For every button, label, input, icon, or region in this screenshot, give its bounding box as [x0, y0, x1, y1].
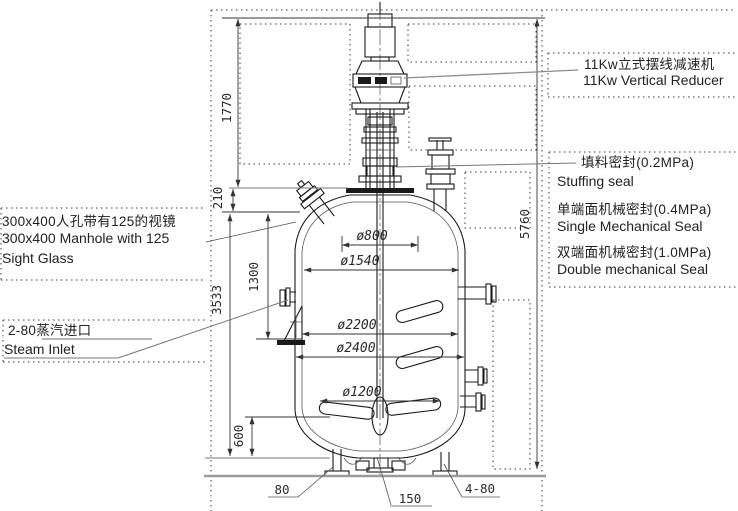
dotted-frames: [0, 9, 737, 511]
dim-dia-800: ø800: [356, 229, 387, 244]
leader-manhole: [205, 221, 297, 243]
dim-1770: 1770: [219, 93, 234, 123]
motor-reducer: [351, 2, 409, 110]
dim-dia-1200: ø1200: [342, 385, 381, 400]
label-steam-inlet-en: Steam Inlet: [4, 341, 75, 357]
dim-dia-2200: ø2200: [337, 318, 376, 333]
dim-dia-2400: ø2400: [336, 341, 375, 356]
support-bracket: [277, 305, 305, 345]
leader-steam-inlet: [4, 299, 289, 359]
vessel-body: [294, 188, 466, 459]
label-single-seal-cn: 单端面机械密封(0.4MPa): [557, 202, 712, 217]
head-valve: [425, 137, 456, 211]
dim-base-150: 150: [399, 491, 422, 506]
label-double-seal-cn: 双端面机械密封(1.0MPa): [557, 245, 712, 260]
label-single-seal-en: Single Mechanical Seal: [557, 218, 703, 234]
leader-4-80: [443, 463, 500, 498]
leader-80: [268, 466, 334, 498]
manhole-nozzle: [295, 179, 335, 225]
steam-inlet-nozzle: [279, 287, 296, 307]
seal-stand: [355, 108, 405, 188]
leader-150: [376, 456, 432, 507]
leader-lines: [4, 69, 579, 507]
dim-1300: 1300: [246, 262, 261, 292]
label-double-seal-en: Double mechanical Seal: [557, 261, 708, 277]
dimensions: [222, 17, 545, 469]
dim-5760: 5760: [517, 209, 532, 239]
dimension-labels: 1770 210 1300 3533 5760 600 ø800 ø1540 ø…: [209, 93, 532, 506]
legs-and-base: [204, 449, 546, 478]
label-manhole-en2: Sight Glass: [2, 250, 74, 266]
label-steam-inlet-cn: 2-80蒸汽进口: [8, 323, 92, 338]
dim-3533: 3533: [209, 285, 224, 315]
label-stuffing-en: Stuffing seal: [557, 173, 634, 189]
leader-reducer: [403, 69, 579, 79]
leader-stuffing-seal: [395, 162, 577, 168]
label-reducer-en: 11Kw Vertical Reducer: [583, 72, 724, 88]
head-flange: [346, 188, 414, 193]
label-stuffing-cn: 填料密封(0.2MPa): [581, 155, 695, 170]
dim-210: 210: [210, 187, 225, 210]
dim-600: 600: [231, 425, 246, 448]
side-nozzles: [458, 283, 497, 412]
label-manhole-en1: 300x400 Manhole with 125: [2, 230, 170, 246]
label-reducer-cn: 11Kw立式摆线减速机: [584, 57, 715, 72]
label-manhole-cn: 300x400人孔带有125的视镜: [2, 214, 176, 229]
dim-legs-4-80: 4-80: [465, 481, 495, 496]
dim-leg-80: 80: [274, 482, 289, 497]
dim-dia-1540: ø1540: [340, 254, 379, 269]
